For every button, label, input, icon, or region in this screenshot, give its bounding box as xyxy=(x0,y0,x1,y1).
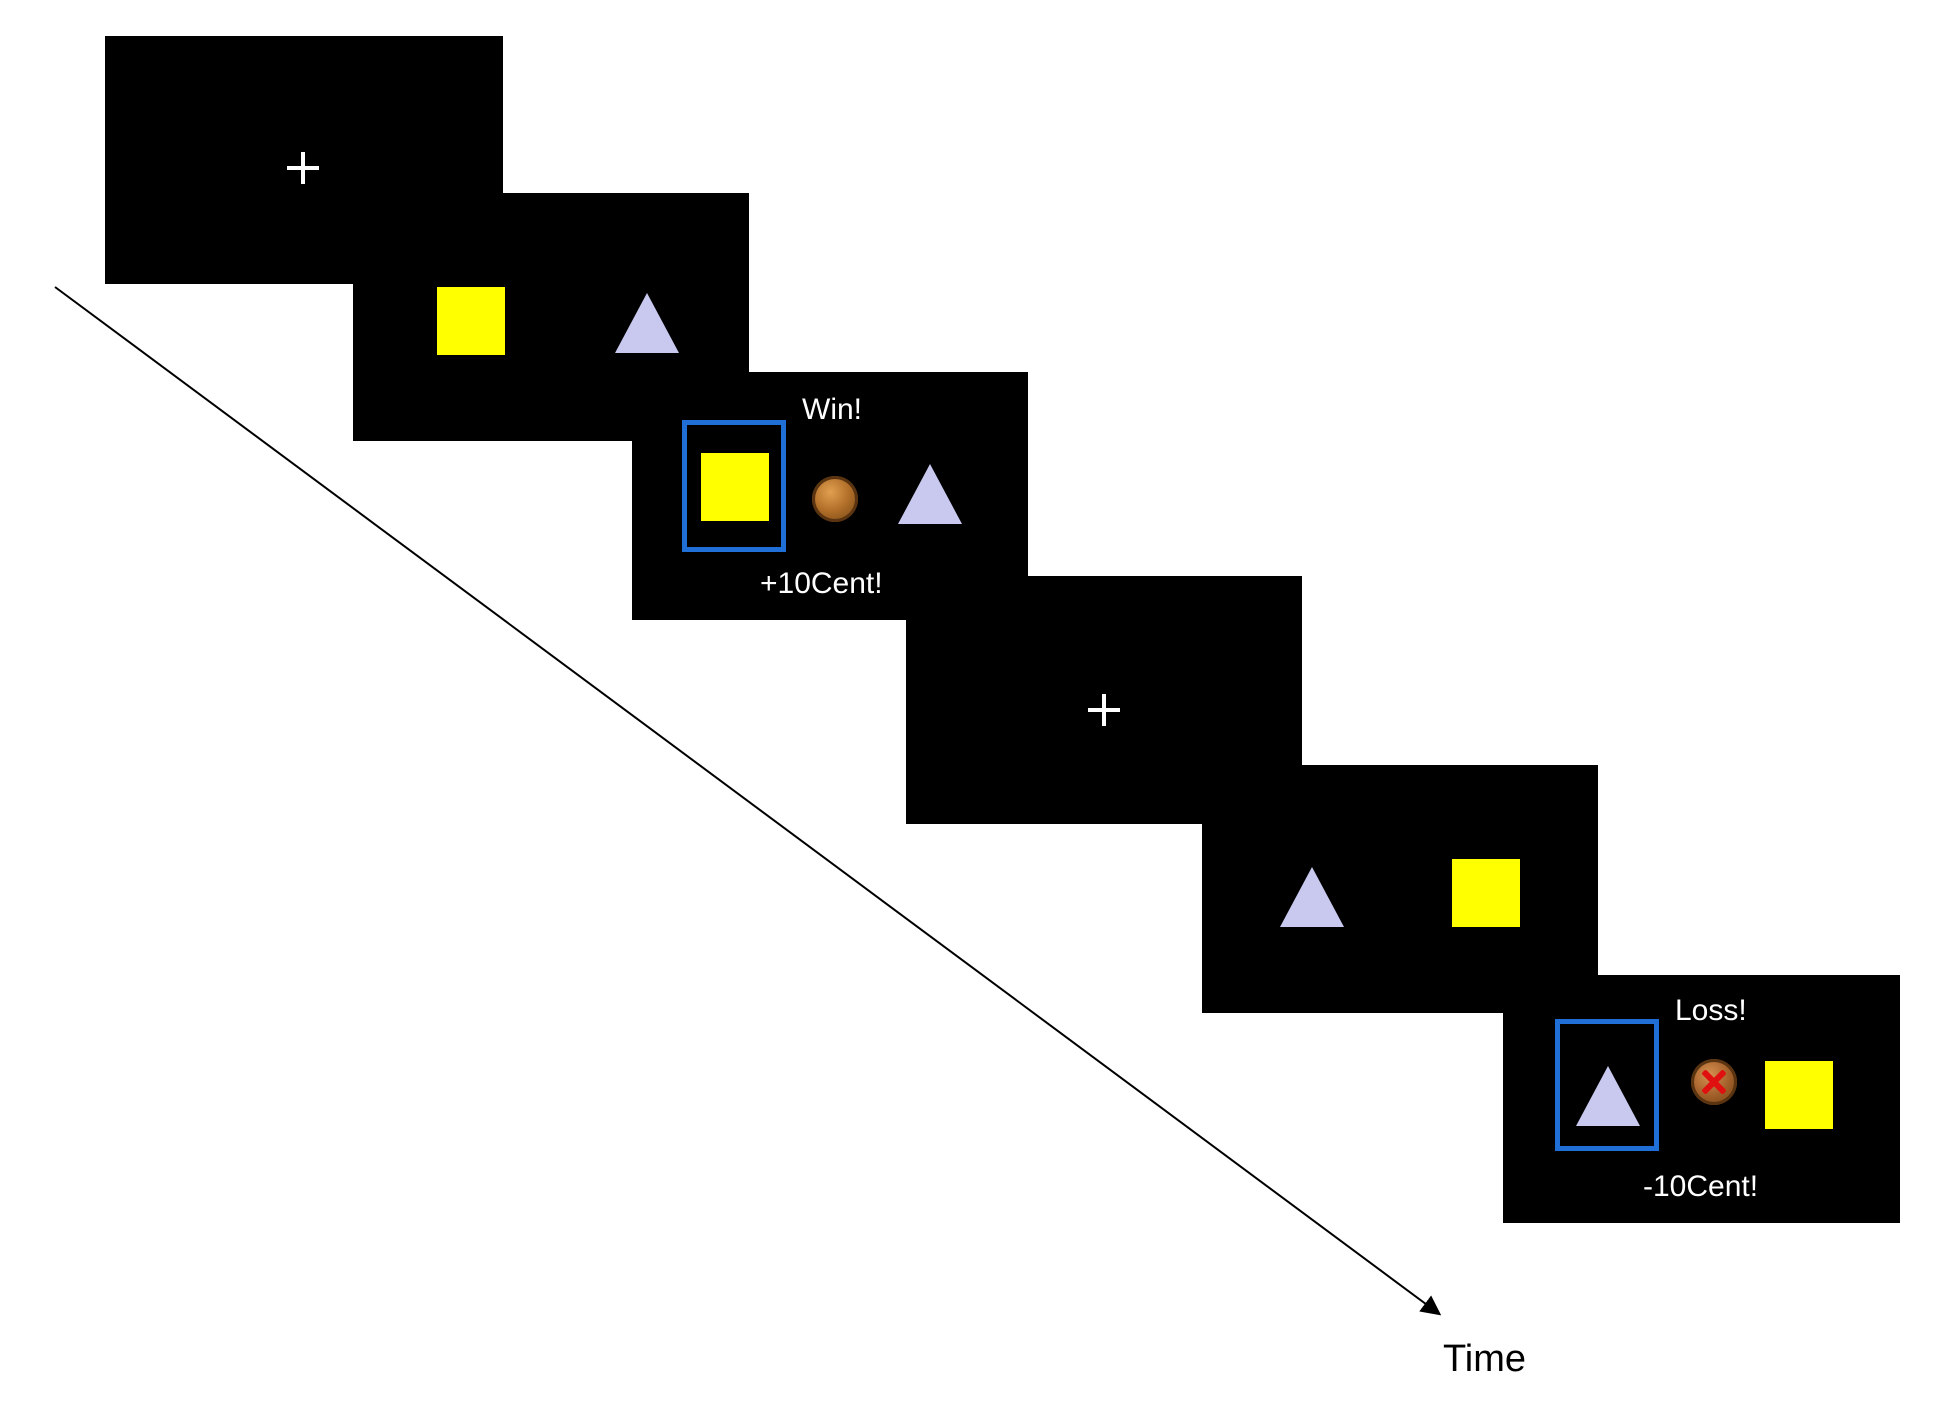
outcome-text: Win! xyxy=(802,393,862,426)
square-stimulus xyxy=(1765,1061,1833,1129)
triangle-stimulus xyxy=(615,293,679,353)
crossed-coin-icon xyxy=(1691,1059,1737,1105)
fixation-cross-icon xyxy=(287,152,319,184)
time-arrow-line xyxy=(54,286,1442,1316)
fixation-cross-icon xyxy=(1088,694,1120,726)
triangle-stimulus xyxy=(898,464,962,524)
screen-choice-2 xyxy=(1202,765,1598,1013)
selection-box xyxy=(1555,1019,1659,1151)
amount-text: -10Cent! xyxy=(1643,1170,1759,1203)
square-stimulus xyxy=(1452,859,1520,927)
screen-feedback-loss: Loss! -10Cent! xyxy=(1503,975,1900,1223)
amount-text: +10Cent! xyxy=(760,567,883,600)
square-stimulus xyxy=(701,453,769,521)
triangle-stimulus xyxy=(1576,1066,1640,1126)
coin-icon xyxy=(812,476,858,522)
triangle-stimulus xyxy=(1280,867,1344,927)
selection-box xyxy=(682,420,786,552)
outcome-text: Loss! xyxy=(1675,994,1747,1027)
square-stimulus xyxy=(437,287,505,355)
time-axis-label: Time xyxy=(1443,1338,1527,1380)
screen-choice-1 xyxy=(353,193,749,441)
